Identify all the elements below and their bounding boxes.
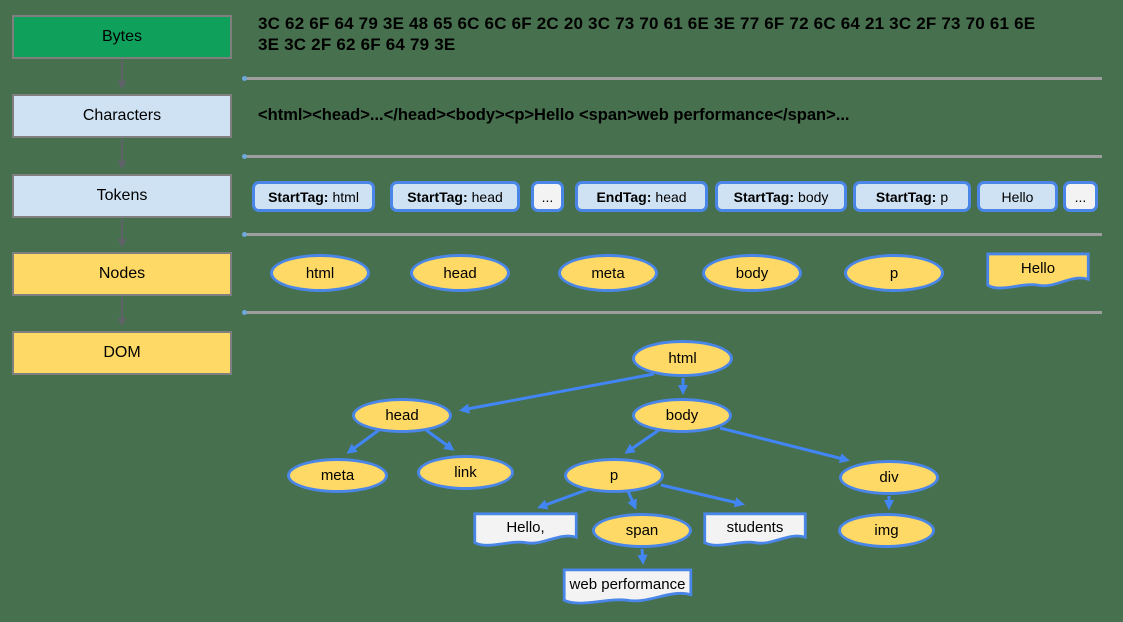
edge-head-link	[425, 428, 455, 451]
token-type: StartTag:	[875, 188, 937, 205]
token-value: p	[940, 188, 949, 205]
stage-tokens-label: Tokens	[96, 187, 148, 204]
stage-bytes-label: Bytes	[101, 28, 142, 45]
token-starttag-head: StartTag:head	[390, 181, 520, 212]
tree-node-html: html	[632, 340, 733, 377]
edge-p-hello	[537, 487, 590, 510]
tree-node-div: div	[839, 460, 939, 495]
node-label: body	[735, 264, 769, 282]
edge-html-head	[458, 372, 655, 414]
tree-node-label: html	[668, 350, 697, 367]
edge-p-students	[660, 483, 745, 508]
tree-node-head: head	[352, 398, 452, 433]
wave-shape	[473, 512, 578, 548]
tree-node-label: meta	[320, 467, 355, 484]
token-value: head	[655, 188, 687, 205]
token-value: ...	[1074, 188, 1087, 205]
tree-node-p: p	[564, 458, 664, 493]
token-text-hello: Hello	[977, 181, 1058, 212]
tree-node-label: Hello,	[506, 518, 545, 536]
node-meta: meta	[558, 254, 658, 292]
tree-node-meta: meta	[287, 458, 388, 493]
node-head: head	[410, 254, 510, 292]
token-ellipsis-1: ...	[531, 181, 564, 212]
token-endtag-head: EndTag:head	[575, 181, 708, 212]
tree-node-link: link	[417, 455, 514, 490]
tree-node-label: body	[665, 407, 699, 424]
node-html: html	[270, 254, 370, 292]
tree-node-label: link	[454, 464, 477, 481]
bytes-hex-text: 3C 62 6F 64 79 3E 48 65 6C 6C 6F 2C 20 3…	[258, 14, 1036, 54]
token-type: StartTag:	[407, 188, 468, 205]
token-starttag-p: StartTag:p	[853, 181, 971, 212]
tree-node-label: span	[625, 522, 659, 539]
tree-node-label: students	[726, 518, 784, 536]
stage-characters: Characters	[12, 94, 232, 138]
token-value: head	[471, 188, 503, 205]
edge-head-meta	[346, 428, 380, 454]
wave-shape	[562, 568, 693, 606]
tree-node-label: head	[385, 407, 419, 424]
stage-nodes: Nodes	[12, 252, 232, 296]
row-divider-1	[242, 76, 1102, 81]
tree-text-node-students: students	[703, 512, 807, 548]
row-divider-3	[242, 232, 1102, 237]
edge-p-span	[626, 490, 637, 510]
node-body: body	[702, 254, 802, 292]
token-type: StartTag:	[733, 188, 795, 205]
token-value: ...	[541, 188, 554, 205]
tree-node-img: img	[838, 513, 935, 548]
token-type: EndTag:	[596, 188, 652, 205]
row-divider-4	[242, 310, 1102, 315]
node-text-hello: Hello	[986, 252, 1090, 291]
tree-node-span: span	[592, 513, 692, 548]
edge-span-webperformance	[637, 548, 648, 566]
node-label: head	[443, 264, 477, 282]
tree-node-label: web performance	[569, 575, 686, 593]
wave-shape	[986, 252, 1090, 291]
token-type: StartTag:	[268, 188, 329, 205]
tree-node-label: p	[609, 467, 619, 484]
stage-tokens: Tokens	[12, 174, 232, 218]
stage-nodes-label: Nodes	[98, 265, 146, 282]
node-label: p	[889, 264, 899, 282]
token-value: Hello	[1001, 188, 1034, 205]
node-label: Hello	[1020, 260, 1056, 277]
token-value: html	[332, 188, 359, 205]
node-label: meta	[591, 264, 625, 282]
stage-dom: DOM	[12, 331, 232, 375]
tree-text-node-hello: Hello,	[473, 512, 578, 548]
edge-body-div	[719, 426, 850, 464]
row-divider-2	[242, 154, 1102, 159]
node-p: p	[844, 254, 944, 292]
token-value: body	[798, 188, 829, 205]
tree-node-body: body	[632, 398, 732, 433]
tree-node-label: div	[879, 469, 899, 486]
tree-text-node-webperformance: web performance	[562, 568, 693, 606]
edge-body-p	[624, 428, 660, 454]
characters-text: <html><head>...</head><body><p>Hello <sp…	[258, 106, 850, 124]
token-ellipsis-2: ...	[1063, 181, 1098, 212]
tree-node-label: img	[874, 522, 899, 539]
stage-characters-label: Characters	[82, 107, 162, 124]
token-starttag-body: StartTag:body	[715, 181, 847, 212]
token-starttag-html: StartTag:html	[252, 181, 375, 212]
wave-shape	[703, 512, 807, 548]
node-label: html	[305, 264, 335, 282]
stage-bytes: Bytes	[12, 15, 232, 59]
stage-dom-label: DOM	[103, 344, 141, 361]
